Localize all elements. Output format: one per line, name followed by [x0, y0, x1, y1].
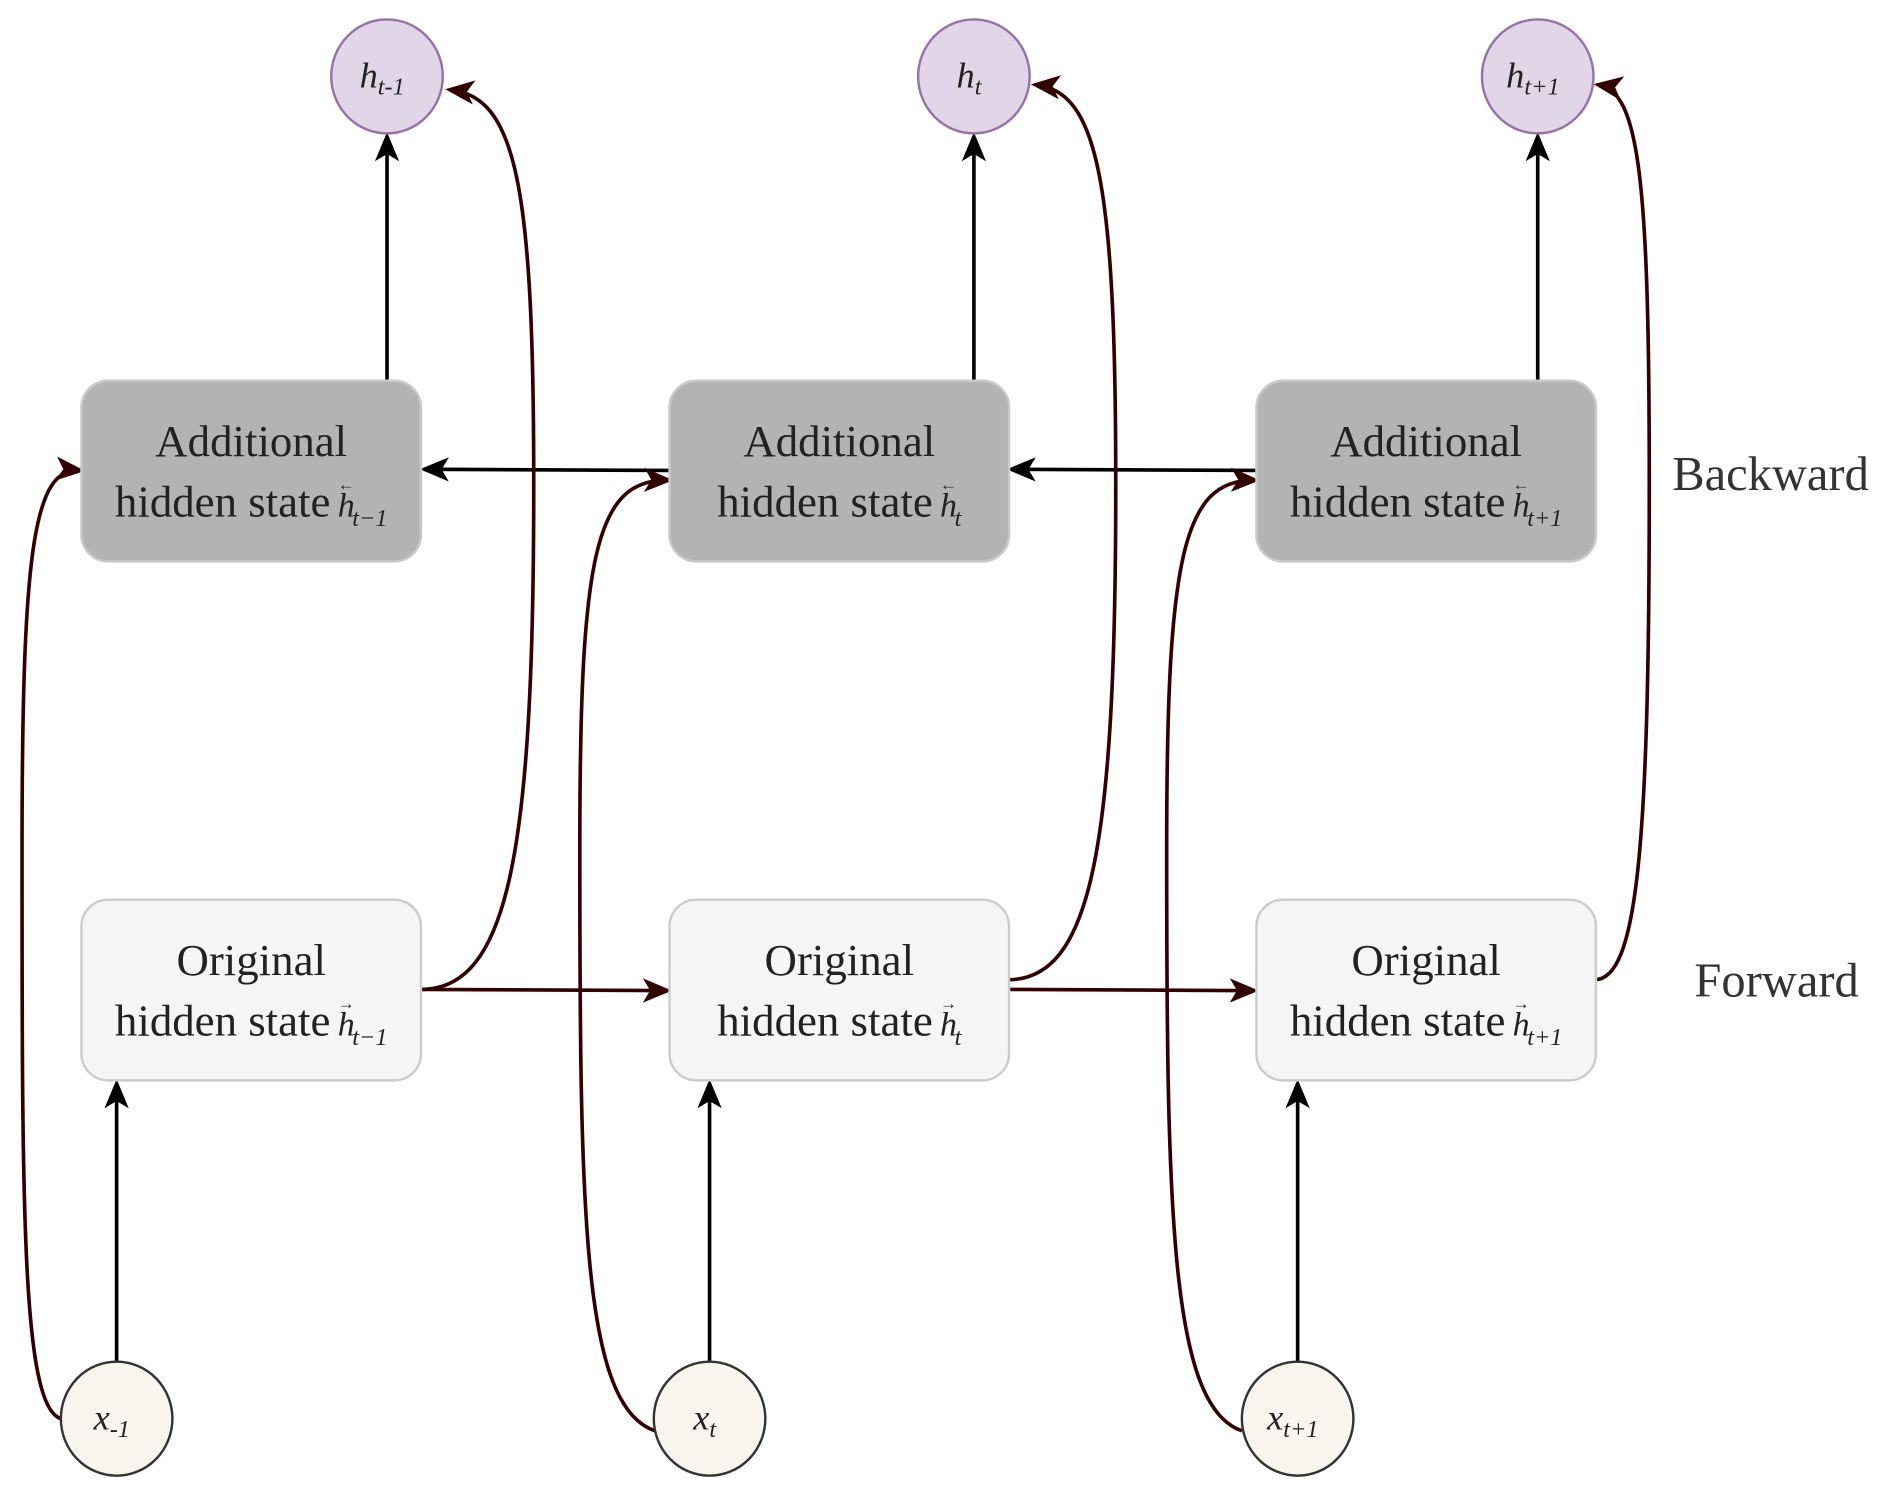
- additional-hidden-state-box: [1255, 379, 1598, 563]
- arrow-backward-2-to-1: [419, 457, 670, 482]
- output-nodes: ht-1 ht ht+1: [330, 18, 1595, 135]
- arrow-forward-2-to-3: [1007, 978, 1259, 1003]
- box-line1: Original: [176, 935, 325, 985]
- node-label: ht-1: [360, 55, 405, 100]
- direction-arrow-icon: ←: [1513, 475, 1530, 494]
- connections: [20, 75, 1652, 1433]
- box-line1: Additional: [1330, 416, 1522, 466]
- node-label: x-1: [93, 1398, 130, 1443]
- arrow-input-3-to-additional-3: [1164, 467, 1261, 1433]
- box-line1: Original: [1351, 935, 1501, 985]
- arrow-original-2-to-output-2: [1007, 75, 1118, 982]
- hidden-state-symbol: h: [940, 488, 957, 525]
- output-node-2: ht: [916, 18, 1031, 135]
- direction-arrow-icon: →: [940, 994, 957, 1013]
- backward-label: Backward: [1672, 448, 1869, 501]
- node-label: xt+1: [1266, 1398, 1318, 1443]
- arrow-original-3-to-output-3: [1593, 76, 1652, 982]
- arrow-input-1-to-additional-1: [20, 456, 86, 1421]
- output-node-3: ht+1: [1480, 18, 1595, 135]
- direction-arrow-icon: →: [1513, 994, 1530, 1013]
- original-hidden-state-box: [1255, 898, 1598, 1082]
- hidden-state-symbol: h: [338, 488, 355, 525]
- input-node-3: xt+1: [1240, 1360, 1355, 1477]
- direction-arrow-icon: ←: [940, 475, 957, 494]
- forward-label: Forward: [1694, 955, 1858, 1008]
- additional-hidden-state-box: [80, 379, 423, 563]
- box-line1: Original: [765, 935, 914, 985]
- hidden-state-symbol: h: [1513, 488, 1530, 525]
- arrow-backward-3-to-2: [1006, 457, 1257, 482]
- additional-hidden-state-box: [668, 379, 1011, 563]
- original-hidden-state-box: [80, 898, 423, 1082]
- input-node-2: xt: [652, 1360, 767, 1477]
- hidden-state-symbol: h: [338, 1007, 355, 1044]
- output-node-1: ht-1: [330, 18, 445, 135]
- node-label: xt: [692, 1398, 717, 1443]
- hidden-state-symbol: h: [940, 1007, 957, 1044]
- input-nodes: x-1 xt xt+1: [59, 1360, 1355, 1477]
- direction-arrow-icon: ←: [338, 475, 355, 494]
- node-label: ht: [957, 55, 983, 100]
- arrow-forward-1-to-2: [420, 978, 672, 1003]
- box-line1: Additional: [155, 416, 347, 466]
- node-label: ht+1: [1506, 55, 1559, 100]
- arrow-input-2-to-additional-2: [577, 467, 674, 1433]
- input-node-1: x-1: [59, 1360, 174, 1477]
- arrow-original-1-to-output-1: [420, 80, 536, 992]
- original-hidden-state-box: [668, 898, 1011, 1082]
- hidden-state-symbol: h: [1513, 1007, 1530, 1044]
- box-line1: Additional: [743, 416, 935, 466]
- direction-arrow-icon: →: [338, 994, 355, 1013]
